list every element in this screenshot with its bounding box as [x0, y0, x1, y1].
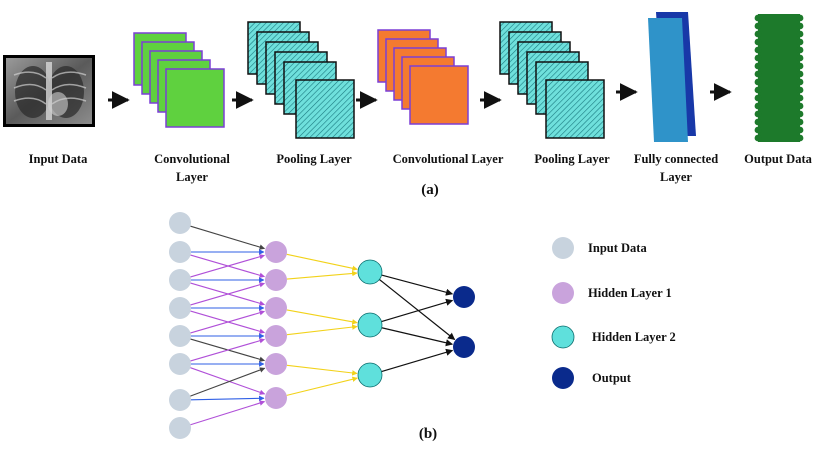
- pooling-layer-2-stack: [499, 21, 605, 139]
- label-conv2: Convolutional Layer: [393, 152, 504, 166]
- network-edge: [190, 395, 265, 402]
- caption-a: (a): [421, 182, 439, 198]
- conv-layer-2-stack: [377, 29, 469, 125]
- network-edge: [190, 338, 266, 362]
- input-node: [169, 297, 191, 319]
- conv-layer-1-stack: [133, 32, 225, 128]
- network-edge: [190, 282, 266, 306]
- caption-b: (b): [419, 426, 437, 442]
- network-edge: [381, 298, 454, 323]
- network-nodes: [169, 212, 475, 439]
- hidden1-node: [265, 387, 287, 409]
- network-edge: [379, 279, 456, 340]
- input-node: [169, 353, 191, 375]
- legend-label-input: Input Data: [588, 241, 647, 255]
- legend-swatch-input: [552, 237, 574, 259]
- network-edge: [286, 364, 358, 376]
- network-edge: [286, 253, 358, 271]
- label-conv1-line2: Layer: [176, 170, 208, 184]
- network-edges: [190, 225, 456, 426]
- label-output-data: Output Data: [744, 152, 812, 166]
- label-fc-line2: Layer: [660, 170, 692, 184]
- input-node: [169, 212, 191, 234]
- flow-arrows: [108, 83, 732, 109]
- fully-connected-layer: [648, 12, 696, 142]
- legend-swatch-output: [552, 367, 574, 389]
- output-node: [453, 286, 475, 308]
- hidden1-node: [265, 297, 287, 319]
- legend-swatch-hidden1: [552, 282, 574, 304]
- legend-label-output: Output: [592, 371, 632, 385]
- chest-xray-image: [3, 55, 95, 127]
- network-edge: [286, 270, 358, 280]
- legend-label-hidden2: Hidden Layer 2: [592, 330, 676, 344]
- network-edge: [381, 327, 454, 347]
- network-edge: [381, 274, 454, 296]
- network-edge: [190, 400, 266, 426]
- label-pool1: Pooling Layer: [276, 152, 352, 166]
- input-node: [169, 269, 191, 291]
- input-node: [169, 417, 191, 439]
- network-edge: [381, 348, 454, 373]
- hidden2-node: [357, 312, 383, 338]
- network-edge: [286, 324, 358, 336]
- network-edge: [286, 376, 358, 396]
- network-edge: [190, 225, 266, 250]
- input-node: [169, 241, 191, 263]
- label-input-data: Input Data: [29, 152, 88, 166]
- panel-b: Input Data Hidden Layer 1 Hidden Layer 2…: [169, 212, 676, 442]
- pooling-layer-1-stack: [247, 21, 355, 139]
- hidden1-node: [265, 325, 287, 347]
- output-block: [754, 14, 804, 142]
- network-edge: [286, 309, 358, 325]
- network-edge: [190, 310, 266, 334]
- label-conv1-line1: Convolutional: [154, 152, 230, 166]
- hidden1-node: [265, 353, 287, 375]
- hidden1-node: [265, 241, 287, 263]
- label-fc-line1: Fully connected: [634, 152, 718, 166]
- input-node: [169, 325, 191, 347]
- output-node: [453, 336, 475, 358]
- hidden2-node: [357, 362, 383, 388]
- panel-a: Input Data Convolutional Layer Pooling L…: [3, 12, 813, 198]
- network-edge: [190, 367, 266, 395]
- label-pool2: Pooling Layer: [534, 152, 610, 166]
- legend-label-hidden1: Hidden Layer 1: [588, 286, 672, 300]
- network-edge: [190, 254, 266, 278]
- hidden1-node: [265, 269, 287, 291]
- legend: Input Data Hidden Layer 1 Hidden Layer 2…: [551, 237, 676, 389]
- network-edge: [190, 367, 266, 397]
- hidden2-node: [357, 259, 383, 285]
- legend-swatch-hidden2: [551, 325, 575, 349]
- input-node: [169, 389, 191, 411]
